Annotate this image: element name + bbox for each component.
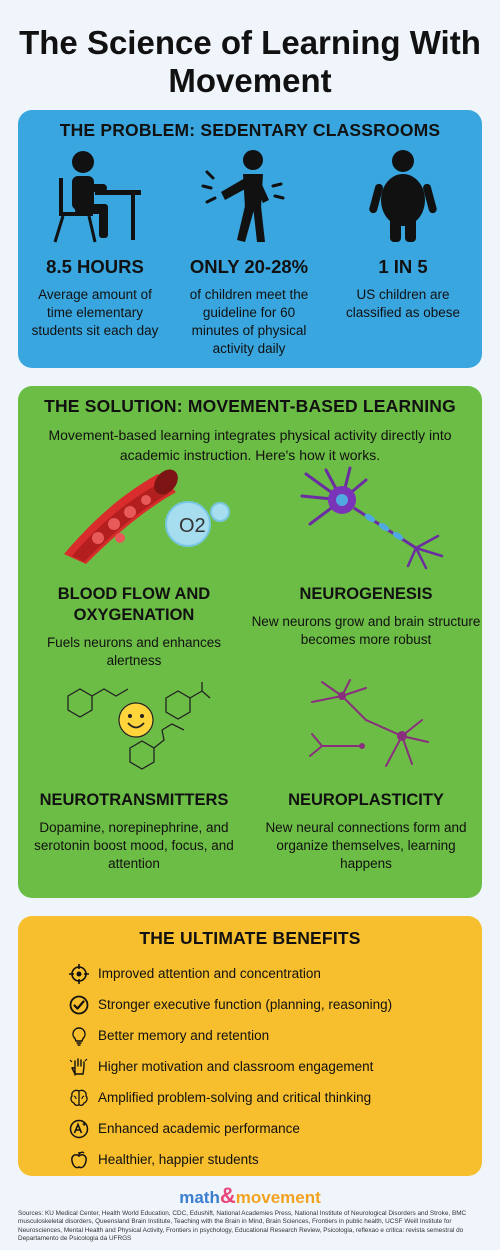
- stat-description: Average amount of time elementary studen…: [31, 287, 159, 338]
- list-item: Enhanced academic performance: [68, 1113, 392, 1144]
- item-description: Fuels neurons and enhances alertness: [46, 635, 222, 668]
- benefits-title: THE ULTIMATE BENEFITS: [139, 928, 361, 948]
- lightbulb-icon: [68, 1025, 90, 1047]
- neuroplasticity-item: NEUROPLASTICITY New neural connections f…: [250, 790, 482, 873]
- item-description: New neurons grow and brain structure bec…: [251, 614, 481, 647]
- list-item: Higher motivation and classroom engageme…: [68, 1051, 392, 1082]
- neuron-icon: [296, 466, 446, 576]
- neurogenesis-item: NEUROGENESIS New neurons grow and brain …: [250, 584, 482, 649]
- molecules-icon: [48, 678, 228, 783]
- target-icon: [68, 963, 90, 985]
- benefit-text: Better memory and retention: [98, 1028, 270, 1043]
- list-item: Improved attention and concentration: [68, 958, 392, 989]
- benefit-text: Healthier, happier students: [98, 1152, 259, 1167]
- item-title: NEUROTRANSMITTERS: [39, 791, 229, 809]
- solution-title: THE SOLUTION: MOVEMENT-BASED LEARNING: [44, 396, 456, 416]
- benefit-text: Enhanced academic performance: [98, 1121, 300, 1136]
- active-child-icon: [172, 148, 326, 248]
- benefit-text: Improved attention and concentration: [98, 966, 321, 981]
- solution-panel: THE SOLUTION: MOVEMENT-BASED LEARNING Mo…: [18, 386, 482, 898]
- apple-icon: [68, 1149, 90, 1171]
- seated-student-icon: [18, 148, 172, 248]
- benefits-panel: THE ULTIMATE BENEFITS Improved attention…: [18, 916, 482, 1176]
- benefit-text: Amplified problem-solving and critical t…: [98, 1090, 372, 1105]
- stat-value: 8.5 HOURS: [46, 256, 144, 277]
- problem-stats: 8.5 HOURS Average amount of time element…: [18, 148, 482, 358]
- a-plus-icon: [68, 1118, 90, 1140]
- raised-hand-icon: [68, 1056, 90, 1078]
- benefits-list: Improved attention and concentration Str…: [68, 958, 392, 1175]
- benefit-text: Stronger executive function (planning, r…: [98, 997, 393, 1012]
- item-title: NEUROPLASTICITY: [288, 791, 444, 809]
- problem-title: THE PROBLEM: SEDENTARY CLASSROOMS: [59, 120, 441, 140]
- item-title: BLOOD FLOW AND OXYGENATION: [57, 585, 211, 624]
- page-title: The Science of Learning With Movement: [19, 24, 481, 99]
- neurotransmitters-item: NEUROTRANSMITTERS Dopamine, norepinephri…: [18, 790, 250, 873]
- problem-panel: THE PROBLEM: SEDENTARY CLASSROOMS: [18, 110, 482, 368]
- benefit-text: Higher motivation and classroom engageme…: [98, 1059, 374, 1074]
- stat-value: 1 IN 5: [378, 256, 428, 277]
- stat-value: ONLY 20-28%: [189, 256, 309, 277]
- item-description: New neural connections form and organize…: [265, 820, 467, 871]
- stat-activity: ONLY 20-28% of children meet the guideli…: [172, 148, 326, 358]
- obese-child-icon: [326, 148, 480, 248]
- blood-vessel-icon: O2: [58, 466, 238, 571]
- logo-ampersand: &: [219, 1183, 236, 1208]
- o2-label: O2: [179, 515, 206, 537]
- item-description: Dopamine, norepinephrine, and serotonin …: [34, 820, 234, 871]
- logo-part-math: math: [179, 1188, 220, 1207]
- sources-text: Sources: KU Medical Center, Health World…: [18, 1210, 467, 1243]
- stat-description: US children are classified as obese: [345, 287, 461, 320]
- stat-description: of children meet the guideline for 60 mi…: [189, 287, 309, 356]
- logo-part-movement: movement: [235, 1188, 321, 1207]
- math-movement-logo: math&movement: [0, 1183, 500, 1209]
- blood-flow-item: BLOOD FLOW AND OXYGENATION Fuels neurons…: [18, 584, 250, 670]
- stat-sitting: 8.5 HOURS Average amount of time element…: [18, 148, 172, 358]
- check-circle-icon: [68, 994, 90, 1016]
- item-title: NEUROGENESIS: [299, 585, 433, 603]
- list-item: Healthier, happier students: [68, 1144, 392, 1175]
- solution-intro: Movement-based learning integrates physi…: [48, 427, 452, 463]
- list-item: Amplified problem-solving and critical t…: [68, 1082, 392, 1113]
- list-item: Better memory and retention: [68, 1020, 392, 1051]
- neural-network-icon: [302, 676, 442, 781]
- brain-icon: [68, 1087, 90, 1109]
- list-item: Stronger executive function (planning, r…: [68, 989, 392, 1020]
- stat-obesity: 1 IN 5 US children are classified as obe…: [326, 148, 480, 358]
